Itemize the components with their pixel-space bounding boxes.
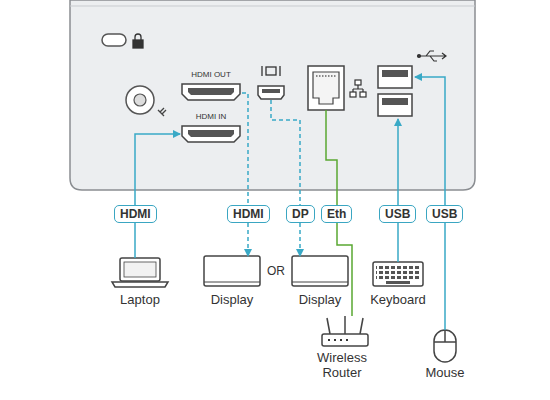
- device-name: Laptop: [105, 292, 175, 307]
- laptop-icon: [112, 258, 168, 287]
- device-node: Laptop: [105, 258, 175, 307]
- device-node: Mouse: [415, 330, 475, 380]
- display-icon: [204, 256, 260, 286]
- cable-label: DP: [286, 205, 315, 223]
- usb-cable: [397, 119, 399, 205]
- lock-slot: [102, 34, 126, 46]
- cable-connector: [444, 223, 446, 330]
- usb-ss-logo: [418, 51, 447, 61]
- device-name: Mouse: [415, 365, 475, 380]
- display-icon: [292, 256, 348, 286]
- cable-connector: [247, 223, 249, 256]
- dp-cable: [271, 100, 300, 205]
- port-label: HDMI IN: [180, 112, 242, 144]
- usb-cable: [415, 77, 445, 205]
- network-icon: [350, 80, 366, 97]
- port-label: HDMI OUT: [180, 70, 242, 102]
- device-name: Display: [199, 292, 265, 307]
- cable-connector: [242, 93, 248, 205]
- cable-label: Eth: [321, 205, 352, 223]
- keyboard-icon: [373, 262, 423, 286]
- device-node: Display: [199, 256, 265, 307]
- cable-connector: [135, 134, 180, 205]
- cable-connector: [299, 223, 301, 256]
- cable-type: HDMI: [120, 207, 151, 221]
- or-label: OR: [267, 264, 285, 278]
- housing-edge: [70, 6, 475, 7]
- ethernet-cable: [326, 110, 337, 205]
- power-jack: [126, 86, 166, 116]
- device-node: Display: [287, 256, 353, 307]
- device-node: Wireless Router: [305, 316, 379, 380]
- hdmi-port: [182, 84, 240, 100]
- port-name: HDMI OUT: [180, 70, 242, 80]
- mouse-icon: [434, 330, 456, 362]
- usb-port: [378, 66, 412, 116]
- device-housing: [70, 0, 475, 190]
- cable-type: Eth: [327, 207, 346, 221]
- cable-label: USB: [426, 205, 463, 223]
- device-name: Keyboard: [361, 292, 435, 307]
- cable-label: HDMI: [227, 205, 270, 223]
- cable-type: HDMI: [233, 207, 264, 221]
- device-name: Wireless Router: [305, 350, 379, 380]
- cable-connector: [134, 223, 136, 258]
- displayport-port: [258, 86, 284, 99]
- device-node: Keyboard: [361, 262, 435, 307]
- displayport-icon: [262, 66, 280, 76]
- cable-type: USB: [432, 207, 457, 221]
- device-name: Display: [287, 292, 353, 307]
- cable-label: USB: [379, 205, 416, 223]
- cable-label: HDMI: [114, 205, 157, 223]
- ethernet-port: [308, 66, 344, 110]
- router-icon: [322, 316, 368, 346]
- hdmi-port: [182, 126, 240, 142]
- cable-type: USB: [385, 207, 410, 221]
- cable-type: DP: [292, 207, 309, 221]
- lock-icon: [133, 34, 143, 48]
- port-name: HDMI IN: [180, 112, 242, 122]
- cable-connector: [397, 223, 399, 262]
